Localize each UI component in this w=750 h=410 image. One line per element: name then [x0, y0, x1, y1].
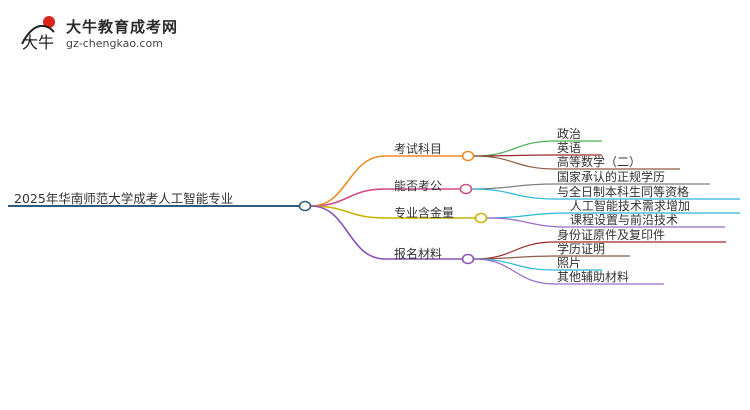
- leaf-id-card: 身份证原件及复印件: [557, 228, 666, 242]
- leaf-connector-1-0: [471, 183, 556, 190]
- branch-civil-service: 能否考公: [394, 179, 443, 193]
- branch-connector-1: [310, 188, 386, 207]
- leaf-other-materials: 其他辅助材料: [557, 270, 630, 284]
- branch-application-materials: 报名材料: [394, 247, 443, 261]
- logo-url: gz-chengkao.com: [66, 37, 163, 50]
- leaf-politics: 政治: [557, 127, 582, 141]
- leaf-connector-1-1: [471, 188, 556, 200]
- leaf-connector-0-2: [473, 155, 556, 170]
- branch-connector-0: [310, 155, 386, 207]
- logo-mark-text: 大牛: [22, 33, 54, 52]
- root-topic: 2025年华南师范大学成考人工智能专业: [14, 191, 234, 206]
- leaf-connector-3-1: [473, 255, 556, 260]
- branch-node-dot-2: [474, 212, 488, 224]
- branch-node-dot-0: [461, 150, 475, 162]
- leaf-connector-3-3: [473, 258, 556, 285]
- bull-logo-icon: 大牛: [21, 16, 55, 52]
- leaf-english: 英语: [557, 141, 582, 155]
- root-node-dot: [298, 200, 312, 212]
- branch-exam-subjects: 考试科目: [394, 142, 443, 156]
- leaf-connector-2-0: [486, 212, 569, 219]
- leaf-connector-0-0: [473, 140, 556, 157]
- branch-major-value: 专业含金量: [394, 206, 455, 220]
- leaf-advanced-math: 高等数学（二）: [557, 155, 642, 169]
- leaf-equal-status: 与全日制本科生同等资格: [557, 185, 690, 199]
- leaf-connector-2-1: [486, 217, 569, 228]
- leaf-diploma: 学历证明: [557, 242, 606, 256]
- branch-connector-3: [310, 205, 386, 260]
- leaf-connector-3-2: [473, 258, 556, 271]
- branch-node-dot-3: [461, 253, 475, 265]
- leaf-photo: 照片: [557, 256, 582, 270]
- leaf-recognized-degree: 国家承认的正规学历: [557, 170, 666, 184]
- branch-node-dot-1: [459, 183, 473, 195]
- leaf-ai-demand: 人工智能技术需求增加: [570, 199, 691, 213]
- logo-title: 大牛教育成考网: [66, 18, 179, 36]
- branch-connector-2: [310, 205, 386, 219]
- leaf-curriculum: 课程设置与前沿技术: [570, 213, 679, 227]
- site-logo: 大牛 大牛教育成考网 gz-chengkao.com: [18, 14, 218, 54]
